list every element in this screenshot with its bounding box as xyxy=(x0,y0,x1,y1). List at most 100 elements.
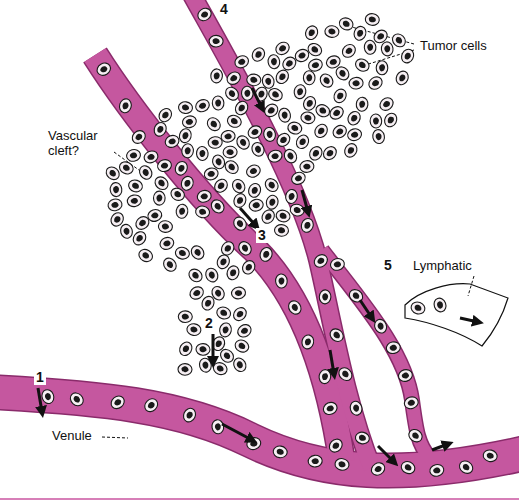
flow-arrow xyxy=(240,208,256,226)
tumor-cell xyxy=(334,458,350,472)
part-label: Vascular cleft? xyxy=(46,128,114,158)
cell-membrane xyxy=(352,25,368,42)
tumor-cell xyxy=(246,74,261,87)
cell-membrane xyxy=(273,40,291,57)
flow-arrow xyxy=(222,424,252,440)
tumor-cell xyxy=(234,133,252,151)
tumor-cell xyxy=(406,427,424,444)
tumor-cell xyxy=(196,343,211,355)
cell-membrane xyxy=(178,363,192,375)
leader-line xyxy=(468,276,474,296)
cell-nucleus xyxy=(229,268,237,277)
cell-nucleus xyxy=(332,331,341,340)
flow-arrow xyxy=(360,300,372,318)
cell-nucleus xyxy=(230,117,239,125)
cell-membrane xyxy=(303,24,320,42)
cell-nucleus xyxy=(192,289,201,298)
cell-nucleus xyxy=(352,404,360,413)
tumor-cell xyxy=(403,395,420,411)
cell-membrane xyxy=(246,123,264,140)
cell-nucleus xyxy=(407,399,416,407)
cell-membrane xyxy=(196,189,213,204)
cell-nucleus xyxy=(183,179,191,188)
part-label: Tumor cells xyxy=(418,38,489,53)
cell-membrane xyxy=(369,460,387,477)
cell-nucleus xyxy=(322,373,329,381)
cell-nucleus xyxy=(161,111,170,120)
cell-membrane xyxy=(177,340,194,358)
tumor-cell xyxy=(300,334,315,350)
cell-nucleus xyxy=(310,45,319,54)
flow-arrow xyxy=(378,446,394,462)
tumor-cell xyxy=(142,396,160,414)
cell-nucleus xyxy=(336,91,345,100)
tumor-cell xyxy=(195,205,211,219)
cell-nucleus xyxy=(236,219,245,228)
cell-nucleus xyxy=(72,395,81,404)
cell-membrane xyxy=(178,311,192,323)
tumor-cell xyxy=(163,133,180,149)
cell-membrane xyxy=(349,400,364,417)
cell-membrane xyxy=(205,115,223,133)
cell-membrane xyxy=(260,208,277,226)
cell-nucleus xyxy=(322,293,328,300)
cell-membrane xyxy=(181,406,197,424)
tumor-cell xyxy=(282,147,299,165)
cell-membrane xyxy=(153,191,165,205)
tumor-cell xyxy=(293,84,307,100)
cell-nucleus xyxy=(436,301,444,310)
tumor-cell xyxy=(205,115,223,133)
cell-membrane xyxy=(353,57,371,74)
tumor-cell xyxy=(380,41,393,56)
tumor-cell xyxy=(209,197,227,215)
cell-nucleus xyxy=(278,44,287,53)
cell-membrane xyxy=(223,146,238,159)
tumor-cell xyxy=(294,133,311,151)
cell-nucleus xyxy=(403,52,411,61)
cell-membrane xyxy=(366,74,384,92)
cell-nucleus xyxy=(254,50,263,59)
cell-nucleus xyxy=(173,190,182,199)
tumor-cell xyxy=(232,192,248,209)
cell-membrane xyxy=(399,459,417,475)
tumor-cell xyxy=(286,298,304,316)
cell-membrane xyxy=(482,449,498,463)
cell-membrane xyxy=(346,109,363,127)
cell-membrane xyxy=(174,246,190,260)
tumor-cell xyxy=(364,40,377,55)
cell-nucleus xyxy=(190,326,198,333)
tumor-cell xyxy=(353,57,371,74)
cell-nucleus xyxy=(358,434,366,441)
cell-membrane xyxy=(337,16,354,32)
tumor-cell xyxy=(188,284,206,301)
tumor-cell xyxy=(328,326,346,344)
cell-nucleus xyxy=(411,431,420,440)
cell-membrane xyxy=(382,111,399,129)
cell-membrane xyxy=(233,54,251,70)
tumor-cell xyxy=(161,256,179,274)
cell-membrane xyxy=(307,144,324,162)
cell-nucleus xyxy=(257,90,265,99)
tumor-cell xyxy=(337,16,354,32)
cell-nucleus xyxy=(276,448,284,455)
cell-nucleus xyxy=(236,360,245,369)
flow-arrow xyxy=(302,190,308,212)
tumor-cell xyxy=(263,126,277,142)
cell-nucleus xyxy=(326,404,335,412)
cell-membrane xyxy=(246,74,261,87)
cell-membrane xyxy=(319,290,331,304)
cell-membrane xyxy=(195,6,213,23)
tumor-cell xyxy=(258,246,274,263)
cell-membrane xyxy=(261,73,276,90)
tumor-cell xyxy=(169,186,187,203)
cell-nucleus xyxy=(226,149,234,155)
cell-nucleus xyxy=(235,310,244,319)
cell-membrane xyxy=(321,400,339,416)
cell-nucleus xyxy=(214,423,221,431)
cell-nucleus xyxy=(290,303,299,312)
cell-membrane xyxy=(232,192,248,209)
cell-nucleus xyxy=(99,65,108,74)
cell-membrane xyxy=(354,431,370,445)
cell-nucleus xyxy=(278,72,287,81)
cell-nucleus xyxy=(318,106,327,114)
